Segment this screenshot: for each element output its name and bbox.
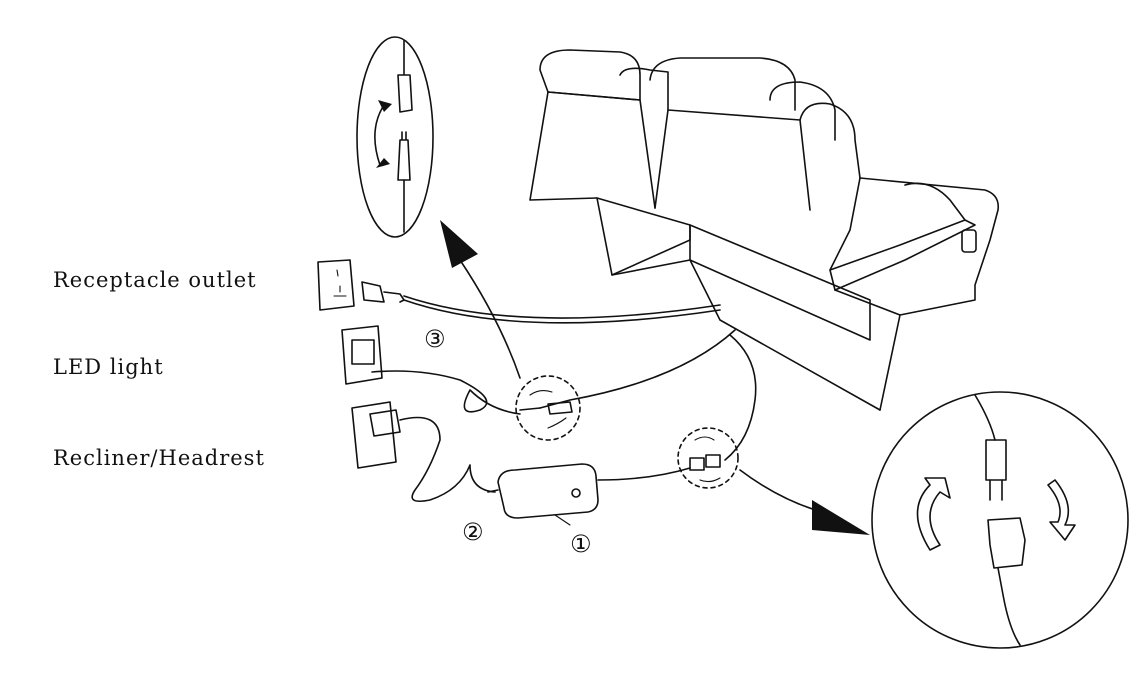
callout-1-power-supply: ① <box>570 530 592 558</box>
wall-outlet-recliner <box>351 401 401 469</box>
recliner-connector-detail <box>677 427 739 489</box>
label-recliner-headrest: Recliner/Headrest <box>53 446 265 470</box>
callout-2-recliner-adapter: ② <box>462 518 484 546</box>
sofa-illustration <box>529 49 1000 411</box>
power-supply-brick <box>487 463 599 526</box>
led-connector-detail <box>515 375 581 441</box>
label-led-light: LED light <box>53 355 164 379</box>
label-receptacle-outlet: Receptacle outlet <box>53 268 257 292</box>
callout-3-led-adapter: ③ <box>424 325 446 353</box>
pointer-arrow-recliner <box>739 469 870 535</box>
magnified-recliner-connector <box>871 391 1129 649</box>
wall-outlet-receptacle <box>317 259 405 311</box>
pointer-arrow-led <box>440 220 521 379</box>
magnified-led-connector <box>356 36 434 238</box>
wall-outlet-led <box>341 325 383 385</box>
cables <box>371 295 757 503</box>
